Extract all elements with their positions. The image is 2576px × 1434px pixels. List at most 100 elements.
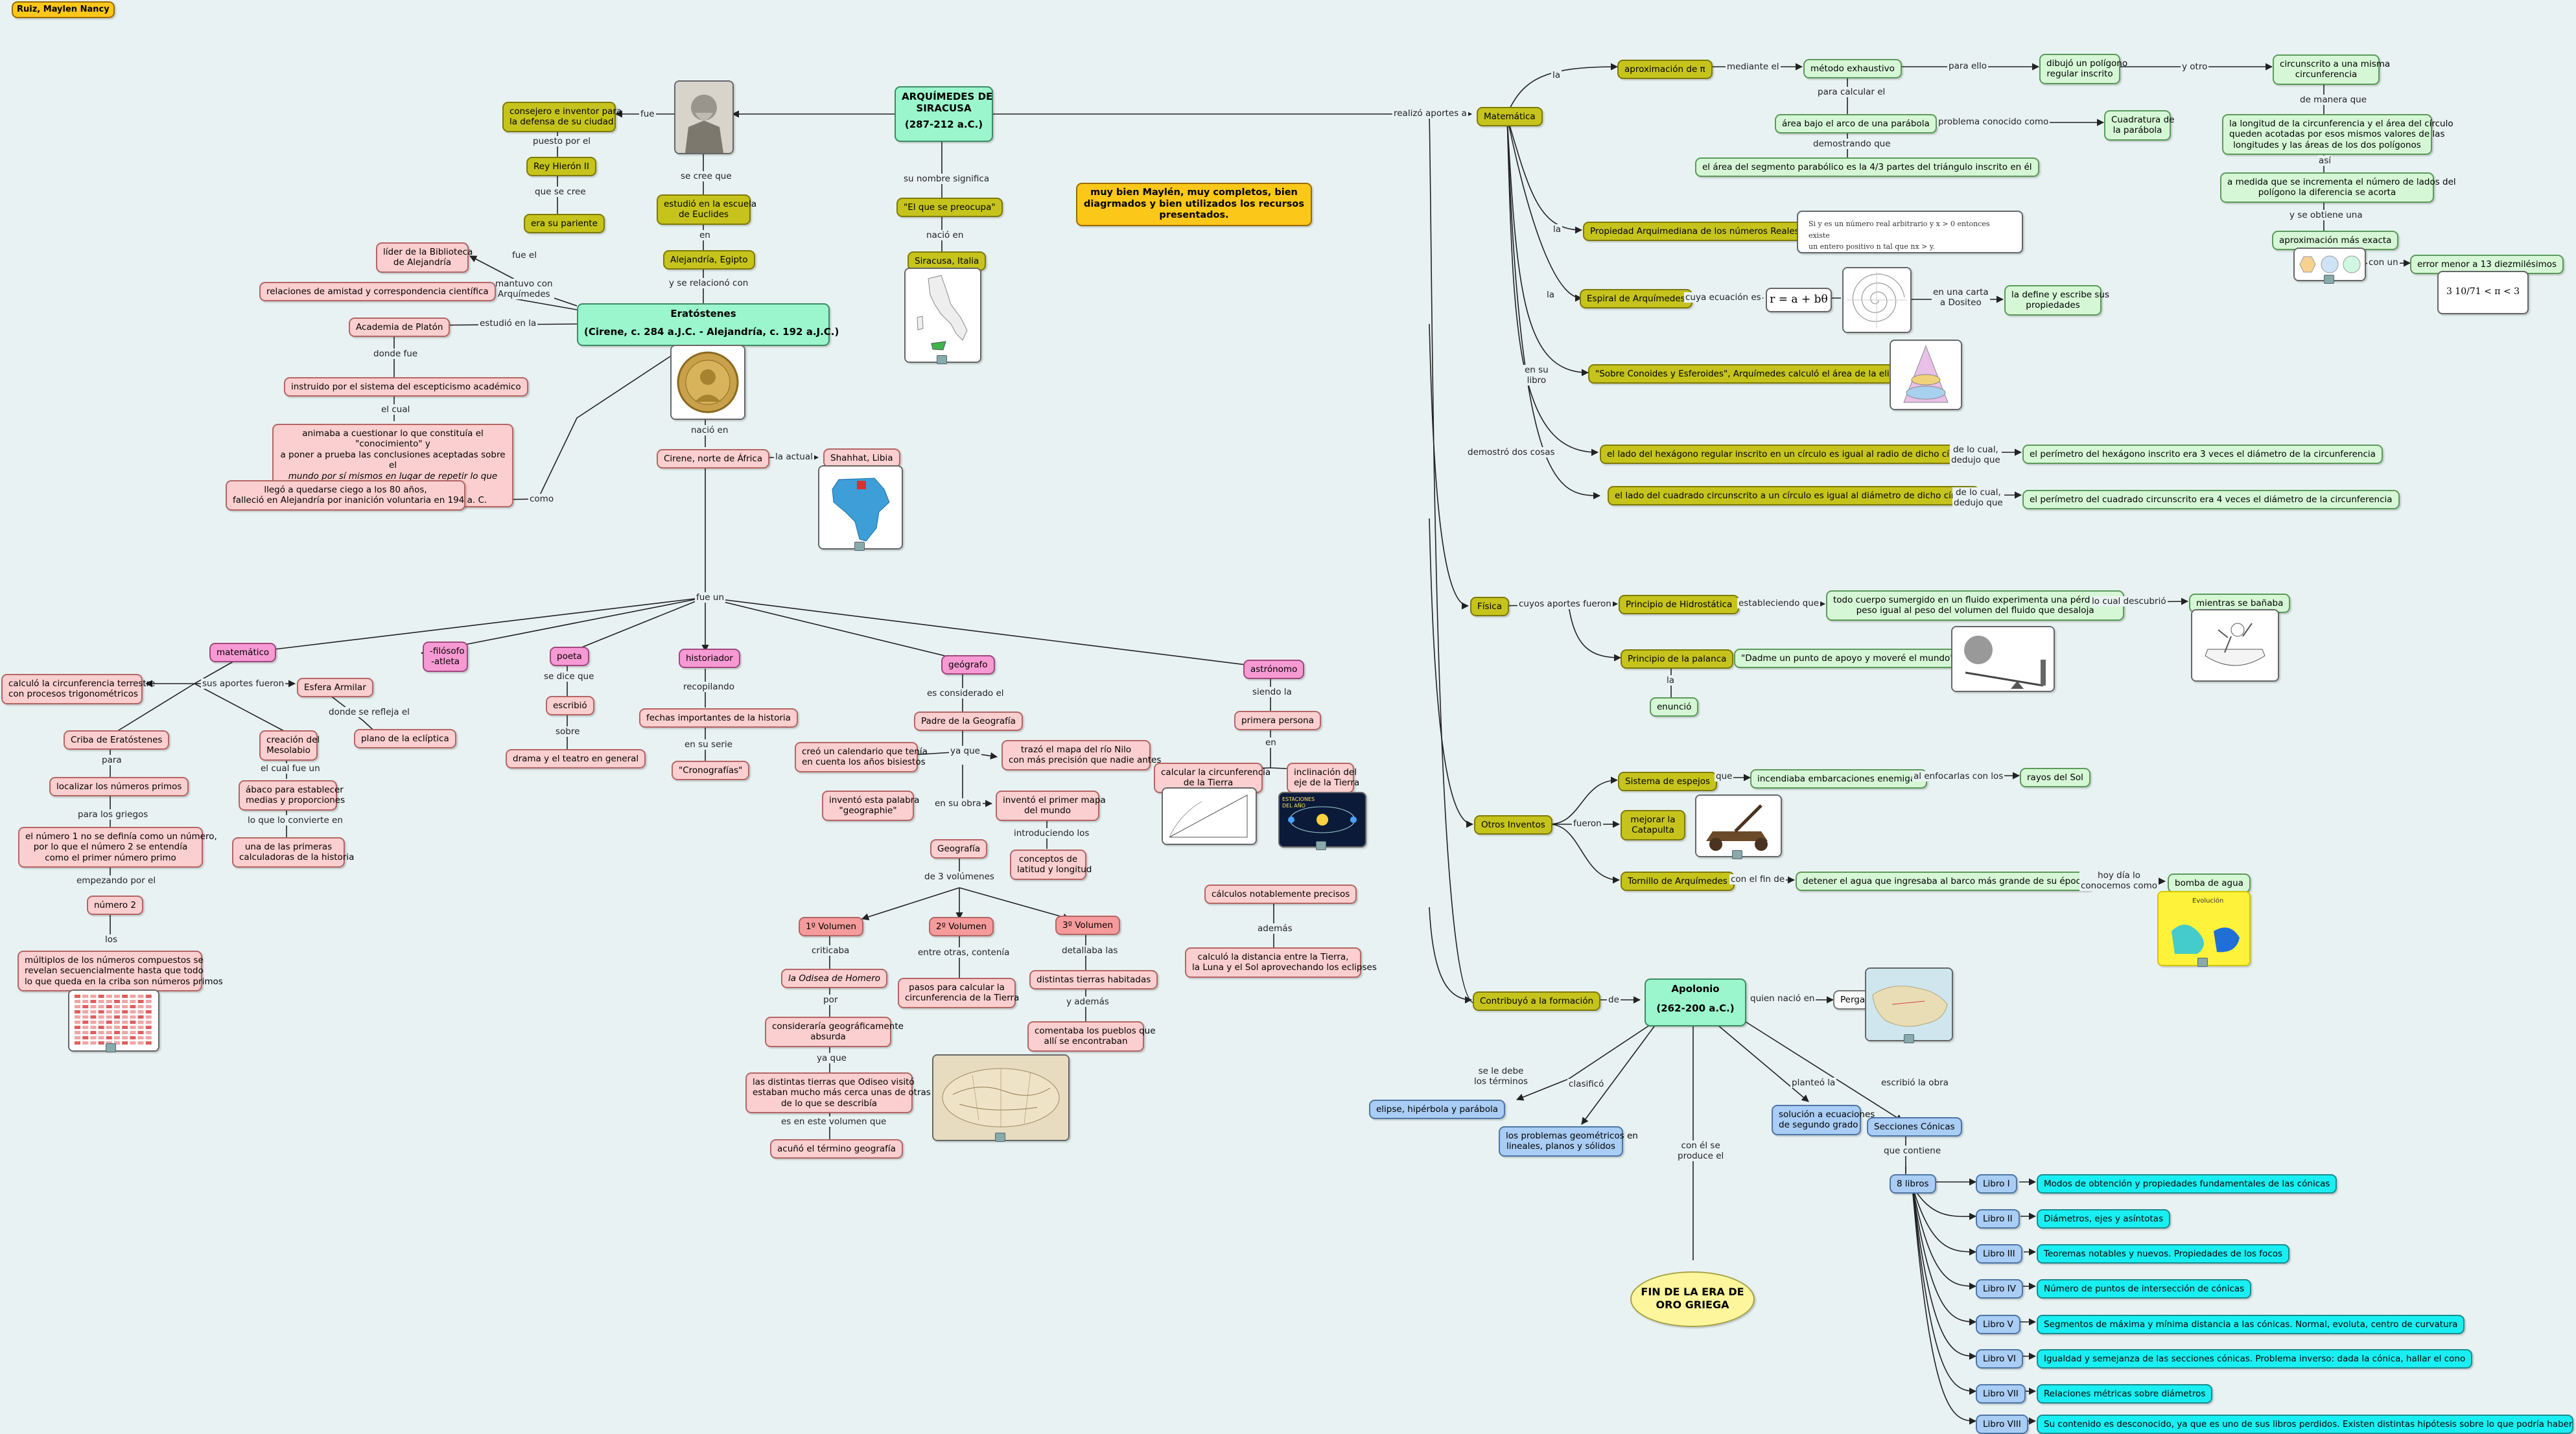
chronographies[interactable]: "Cronografías" — [672, 761, 750, 781]
book-content[interactable]: Igualdad y semejanza de las secciones có… — [2037, 1349, 2473, 1369]
catapult-node[interactable]: mejorar la Catapulta — [1621, 810, 1685, 840]
screw-node[interactable]: Tornillo de Arquímedes — [1621, 872, 1735, 892]
sides-increase[interactable]: a medida que se incrementa el número de … — [2220, 172, 2456, 203]
armillary-node[interactable]: Esfera Armilar — [297, 678, 373, 698]
end-golden-age[interactable]: FIN DE LA ERA DE ORO GRIEGA — [1630, 1271, 1755, 1327]
mathematician-node[interactable]: matemático — [209, 643, 277, 663]
spiral-properties[interactable]: la define y escribe sus propiedades — [2004, 285, 2109, 316]
one-not-prime[interactable]: el número 1 no se definía como un número… — [18, 827, 217, 868]
volume-3[interactable]: 3º Volumen — [1055, 916, 1121, 936]
hexagon-perimeter[interactable]: el perímetro del hexágono inscrito era 3… — [2022, 445, 2383, 465]
studied-euclid[interactable]: estudió en la escuela de Euclides — [657, 194, 756, 225]
inventions-node[interactable]: Otros Inventos — [1474, 815, 1552, 835]
water-out[interactable]: detener el agua que ingresaba al barco m… — [1796, 872, 2094, 892]
attachment-icon[interactable] — [1732, 850, 1742, 859]
book-content[interactable]: Segmentos de máxima y mínima distancia a… — [2037, 1315, 2465, 1335]
hydrostatic-node[interactable]: Principio de Hidrostática — [1619, 595, 1740, 615]
parabolic-segment[interactable]: el área del segmento parabólico es la 4/… — [1695, 157, 2039, 178]
book-content[interactable]: Teoremas notables y nuevos. Propiedades … — [2037, 1244, 2290, 1264]
geographer-node[interactable]: geógrafo — [941, 655, 995, 675]
book-label[interactable]: Libro VII — [1976, 1384, 2026, 1404]
book-label[interactable]: Libro V — [1976, 1315, 2020, 1335]
first-world-map[interactable]: inventó el primer mapa del mundo — [996, 791, 1106, 821]
attachment-icon[interactable] — [1904, 1034, 1914, 1043]
perimeter-bound[interactable]: la longitud de la circunferencia y el ár… — [2222, 114, 2453, 156]
first-person[interactable]: primera persona — [1234, 711, 1321, 731]
friendship-node[interactable]: relaciones de amistad y correspondencia … — [259, 282, 496, 302]
book-label[interactable]: Libro I — [1976, 1174, 2017, 1194]
physics-node[interactable]: Física — [1470, 597, 1509, 617]
skepticism-node[interactable]: instruido por el sistema del escepticism… — [284, 377, 528, 397]
mirrors-node[interactable]: Sistema de espejos — [1618, 772, 1718, 792]
book-label[interactable]: Libro II — [1976, 1209, 2020, 1229]
absurd-node[interactable]: consideraría geográficamente absurda — [765, 1017, 904, 1047]
geometric-problems[interactable]: los problemas geométricos en lineales, p… — [1499, 1126, 1638, 1157]
coined-node[interactable]: acuñó el término geografía — [770, 1139, 903, 1159]
cities-node[interactable]: comentaba los pueblos que allí se encont… — [1027, 1021, 1156, 1052]
burned-ships[interactable]: incendiaba embarcaciones enemigas — [1750, 769, 1928, 789]
astronomer-node[interactable]: astrónomo — [1243, 660, 1305, 680]
history-dates[interactable]: fechas importantes de la historia — [639, 708, 798, 728]
archimedes-spiral[interactable]: Espiral de Arquímedes — [1580, 289, 1692, 309]
axis-tilt-node[interactable]: inclinación del eje de la Tierra — [1287, 763, 1359, 793]
death-node[interactable]: llegó a quedarse ciego a los 80 años, fa… — [226, 480, 487, 511]
primes-node[interactable]: localizar los números primos — [49, 777, 189, 797]
buoyancy-node[interactable]: todo cuerpo sumergido en un fluido exper… — [1826, 590, 2125, 621]
archimedes-title[interactable]: ARQUÍMEDES DE SIRACUSA (287-212 a.C.) — [895, 86, 993, 142]
lever-principle[interactable]: Principio de la palanca — [1621, 649, 1734, 669]
circumscribed-polygon[interactable]: circunscrito a una misma circunferencia — [2273, 54, 2390, 85]
attachment-icon[interactable] — [995, 1133, 1005, 1142]
abacus-node[interactable]: ábaco para establecer medias y proporcio… — [239, 780, 345, 811]
book-content[interactable]: Relaciones métricas sobre diámetros — [2037, 1384, 2213, 1404]
distance-node[interactable]: calculó la distancia entre la Tierra, la… — [1185, 947, 1377, 978]
book-label[interactable]: Libro IV — [1976, 1279, 2023, 1299]
volume-1[interactable]: 1º Volumen — [799, 917, 864, 937]
precise-calcs[interactable]: cálculos notablemente precisos — [1204, 885, 1357, 905]
drama-node[interactable]: drama y el teatro en general — [506, 749, 646, 769]
attachment-icon[interactable] — [1316, 841, 1326, 850]
philosopher-node[interactable]: -filósofo -atleta — [423, 642, 468, 672]
ecliptic-node[interactable]: plano de la eclíptica — [354, 729, 456, 749]
parabola-quadrature[interactable]: Cuadratura de la parábola — [2104, 110, 2175, 141]
cousin-node[interactable]: era su pariente — [524, 214, 605, 234]
eratosthenes-title[interactable]: Eratóstenes (Cirene, c. 284 a.J.C. - Ale… — [577, 303, 839, 346]
nile-map-node[interactable]: trazó el mapa del río Nilo con más preci… — [1001, 740, 1161, 770]
square-side[interactable]: el lado del cuadrado circunscrito a un c… — [1608, 486, 1980, 506]
geographie-word[interactable]: inventó esta palabra "geographie" — [822, 791, 919, 821]
attachment-icon[interactable] — [854, 542, 865, 551]
steps-node[interactable]: pasos para calcular la circunferencia de… — [898, 978, 1019, 1008]
book-content[interactable]: Diámetros, ejes y asíntotas — [2037, 1209, 2171, 1229]
inscribed-polygon[interactable]: dibujó un polígono regular inscrito — [2039, 54, 2127, 84]
library-leader[interactable]: líder de la Biblioteca de Alejandría — [376, 242, 473, 273]
historian-node[interactable]: historiador — [679, 649, 740, 669]
lever-quote[interactable]: "Dadme un punto de apoyo y moveré el mun… — [1734, 649, 1961, 669]
book-label[interactable]: Libro VIII — [1976, 1415, 2028, 1434]
apollonius-title[interactable]: Apolonio (262-200 a.C.) — [1645, 978, 1746, 1026]
water-pump[interactable]: bomba de agua — [2168, 873, 2251, 894]
advisor-node[interactable]: consejero e inventor para la defensa de … — [502, 102, 622, 132]
composites-node[interactable]: múltiplos de los números compuestos se r… — [18, 951, 223, 992]
archimedean-property[interactable]: Propiedad Arquimediana de los números Re… — [1583, 222, 1807, 242]
nickname[interactable]: "El que se preocupa" — [896, 198, 1003, 218]
author-badge[interactable]: Ruiz, Maylen Nancy — [12, 1, 115, 18]
mesolabio-node[interactable]: creación del Mesolabio — [259, 730, 320, 761]
lat-long[interactable]: conceptos de latitud y longitud — [1010, 850, 1092, 880]
attachment-icon[interactable] — [2324, 275, 2334, 284]
hexagon-side[interactable]: el lado del hexágono regular inscrito en… — [1600, 445, 1978, 465]
book-label[interactable]: Libro VI — [1976, 1349, 2023, 1369]
sieve-node[interactable]: Criba de Eratóstenes — [64, 730, 170, 750]
enunciated-node[interactable]: enunció — [1650, 697, 1699, 717]
wrote-node[interactable]: escribió — [546, 696, 594, 716]
sun-rays[interactable]: rayos del Sol — [2020, 768, 2090, 788]
number-two[interactable]: número 2 — [87, 896, 143, 916]
attachment-icon[interactable] — [937, 355, 947, 364]
calendar-node[interactable]: creó un calendario que tenía en cuenta l… — [795, 742, 928, 772]
ellipse-terms[interactable]: elipse, hipérbola y parábola — [1369, 1100, 1505, 1120]
poet-node[interactable]: poeta — [550, 647, 589, 667]
volume-2[interactable]: 2º Volumen — [929, 917, 994, 937]
plato-academy[interactable]: Academia de Platón — [349, 318, 451, 338]
exhaustion-method[interactable]: método exhaustivo — [1803, 59, 1902, 79]
lands-node[interactable]: distintas tierras habitadas — [1029, 970, 1158, 990]
conoids-node[interactable]: "Sobre Conoides y Esferoides", Arquímede… — [1588, 364, 1912, 384]
pi-approx[interactable]: aproximación de π — [1617, 60, 1713, 80]
